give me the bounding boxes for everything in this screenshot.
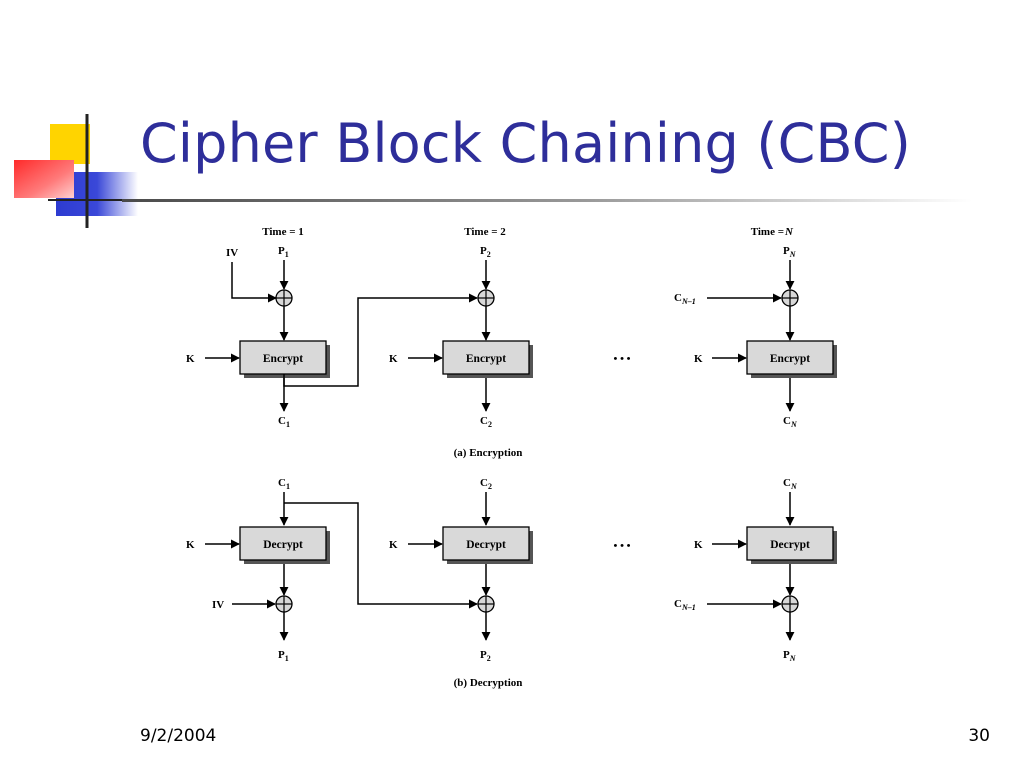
decrypt-box-2: Decrypt: [442, 526, 533, 564]
time-label-n: Time =: [751, 226, 784, 238]
dec-chain-arrow: [284, 502, 478, 609]
time-label-2: Time = 2: [464, 226, 506, 238]
encryption-diagram: Time = 1 Time = 2 Time = N P1 P2 PN IV: [186, 226, 837, 459]
enc-cn-label: CN: [783, 415, 798, 429]
encrypt-box-1: Encrypt: [239, 340, 330, 378]
encryption-caption: (a) Encryption: [454, 447, 523, 459]
time-label-1: Time = 1: [262, 226, 304, 238]
dec-kn-label: K: [694, 539, 703, 551]
decryption-caption: (b) Decryption: [454, 677, 523, 689]
enc-xor-1: [275, 289, 293, 307]
svg-text:Decrypt: Decrypt: [770, 539, 810, 551]
enc-p2-label: P2: [480, 245, 491, 259]
dec-p2-label: P2: [480, 649, 491, 663]
dec-pn-label: PN: [783, 649, 797, 663]
enc-xor-n: [781, 289, 799, 307]
dec-xor-2: [477, 595, 495, 613]
enc-cn1-label: CN–1: [674, 292, 696, 306]
enc-p1-label: P1: [278, 245, 289, 259]
svg-text:Encrypt: Encrypt: [466, 353, 506, 365]
enc-k1-label: K: [186, 353, 195, 365]
enc-iv-arrow: [231, 262, 277, 303]
enc-ellipsis: • • •: [613, 353, 630, 365]
dec-c1-label: C1: [278, 477, 290, 491]
enc-k2-label: K: [389, 353, 398, 365]
dec-ellipsis: • • •: [613, 540, 630, 552]
svg-text:Decrypt: Decrypt: [466, 539, 506, 551]
dec-c2-label: C2: [480, 477, 492, 491]
dec-p1-label: P1: [278, 649, 289, 663]
decrypt-box-n: Decrypt: [746, 526, 837, 564]
slide-title: Cipher Block Chaining (CBC): [140, 112, 911, 175]
enc-c2-label: C2: [480, 415, 492, 429]
svg-text:Decrypt: Decrypt: [263, 539, 303, 551]
page-number: 30: [968, 726, 990, 746]
dec-xor-1: [275, 595, 293, 613]
enc-xor-2: [477, 289, 495, 307]
decryption-diagram: C1 C2 CN K K K Decrypt Decrypt Decrypt: [186, 477, 837, 689]
encrypt-box-n: Encrypt: [746, 340, 837, 378]
dec-k2-label: K: [389, 539, 398, 551]
enc-c1-label: C1: [278, 415, 290, 429]
svg-text:Encrypt: Encrypt: [263, 353, 303, 365]
dec-cn1-label: CN–1: [674, 598, 696, 612]
footer-date: 9/2/2004: [140, 726, 217, 746]
time-label-n-var: N: [784, 226, 794, 238]
enc-pn-label: PN: [783, 245, 797, 259]
title-underline: [122, 199, 972, 202]
enc-kn-label: K: [694, 353, 703, 365]
svg-text:Encrypt: Encrypt: [770, 353, 810, 365]
encrypt-box-2: Encrypt: [442, 340, 533, 378]
decrypt-box-1: Decrypt: [239, 526, 330, 564]
dec-cn-label: CN: [783, 477, 798, 491]
dec-xor-n: [781, 595, 799, 613]
dec-k1-label: K: [186, 539, 195, 551]
dec-iv-label: IV: [212, 599, 224, 611]
enc-iv-label: IV: [226, 247, 238, 259]
slide-logo: [14, 114, 138, 228]
